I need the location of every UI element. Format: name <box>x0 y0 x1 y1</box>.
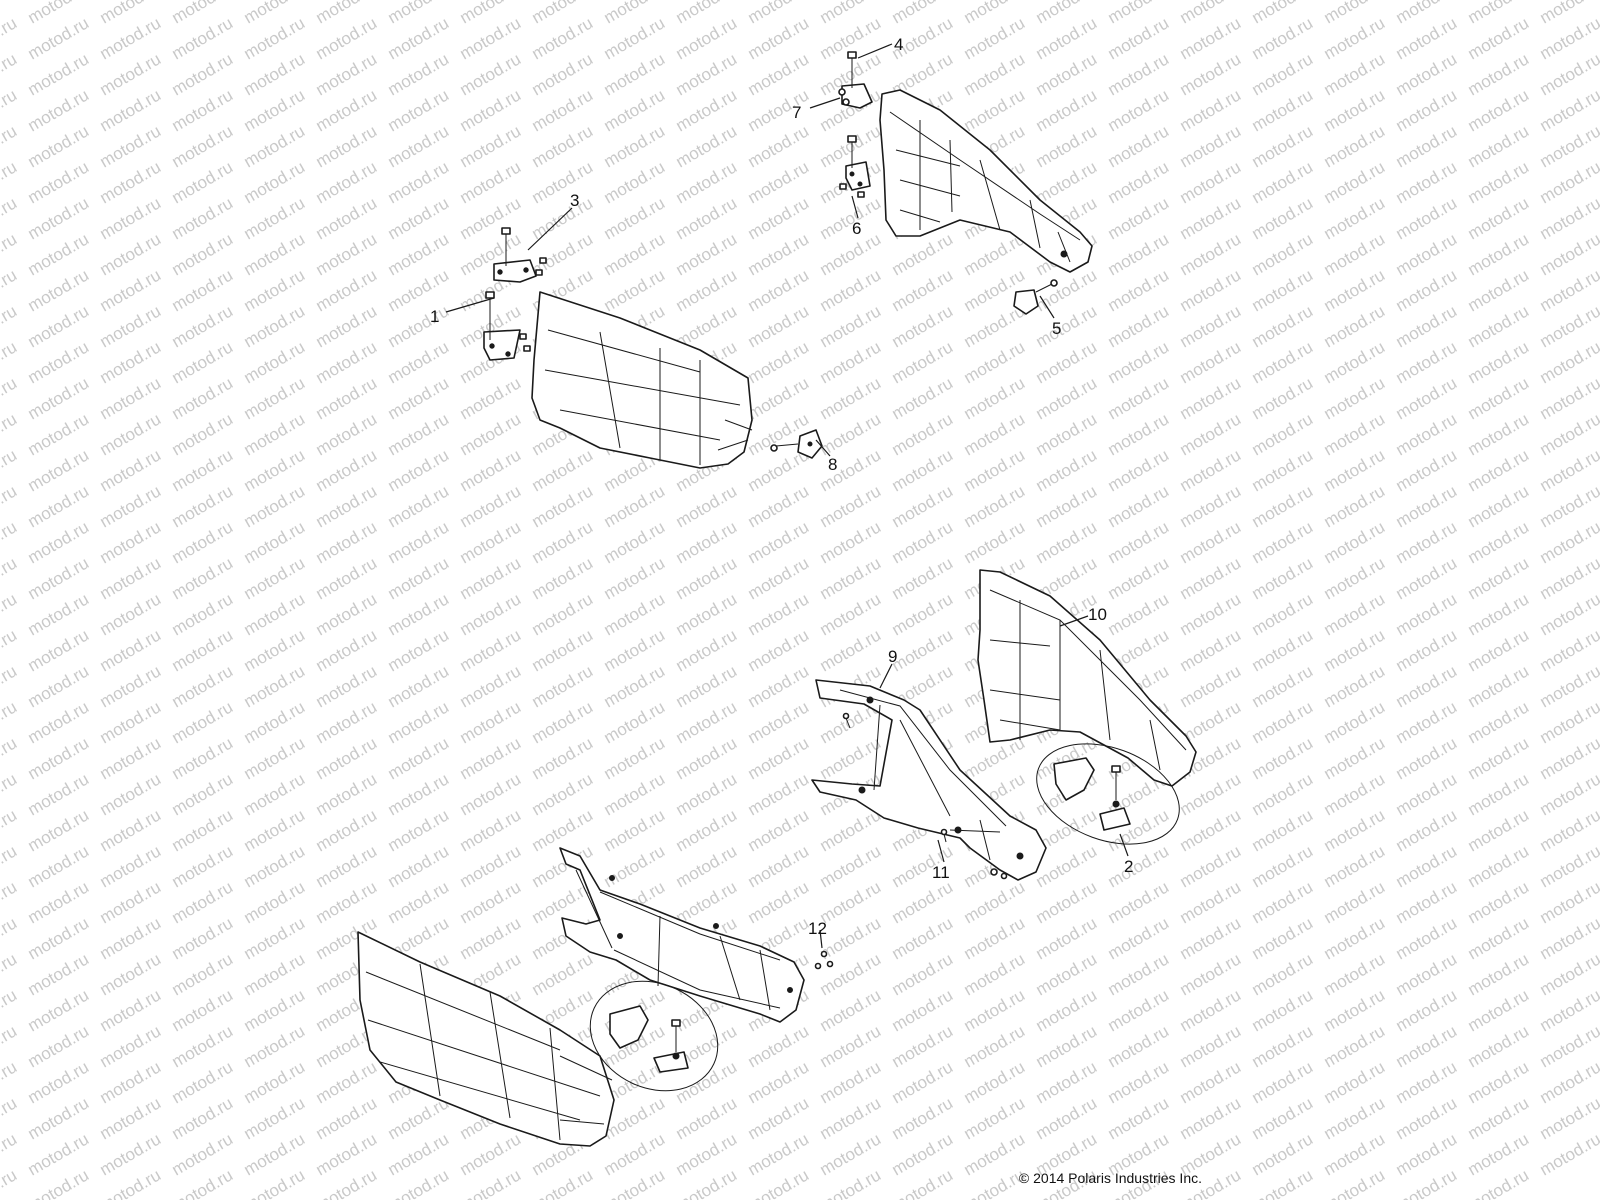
callout-12: 12 <box>808 919 827 938</box>
copyright-notice: © 2014 Polaris Industries Inc. <box>1018 1170 1202 1186</box>
callout-10: 10 <box>1088 605 1107 624</box>
door-frame-upper-right <box>879 89 1093 273</box>
door-frame-lower-right <box>811 679 1047 881</box>
hinge-bracket-frame-top <box>838 51 873 109</box>
hinge-bracket-upper <box>493 227 547 283</box>
callout-8: 8 <box>828 455 837 474</box>
hinge-bracket-frame-lower <box>839 135 871 198</box>
door-striker-plate <box>770 429 823 459</box>
callout-labels: 1 3 4 7 6 5 8 9 10 11 2 12 <box>430 35 1133 938</box>
callout-7: 7 <box>792 103 801 122</box>
hinge-bracket-lower <box>483 291 531 361</box>
door-panel-lower-right <box>977 569 1197 787</box>
latch-assembly-right-detail <box>1036 743 1180 845</box>
leader-lines <box>445 43 1129 949</box>
callout-2: 2 <box>1124 857 1133 876</box>
callout-5: 5 <box>1052 319 1061 338</box>
callout-6: 6 <box>852 219 861 238</box>
watermark-text: motod.ru <box>0 1165 20 1200</box>
callout-1: 1 <box>430 307 439 326</box>
door-panel-left-upper <box>531 291 753 469</box>
callout-4: 4 <box>894 35 903 54</box>
callout-9: 9 <box>888 647 897 666</box>
door-frame-lower-left <box>559 847 834 1023</box>
callout-3: 3 <box>570 191 579 210</box>
frame-latch-plate <box>1013 279 1058 315</box>
door-panel-left-lower <box>357 931 615 1147</box>
callout-11: 11 <box>932 863 950 882</box>
latch-assembly-left-detail <box>589 980 719 1092</box>
